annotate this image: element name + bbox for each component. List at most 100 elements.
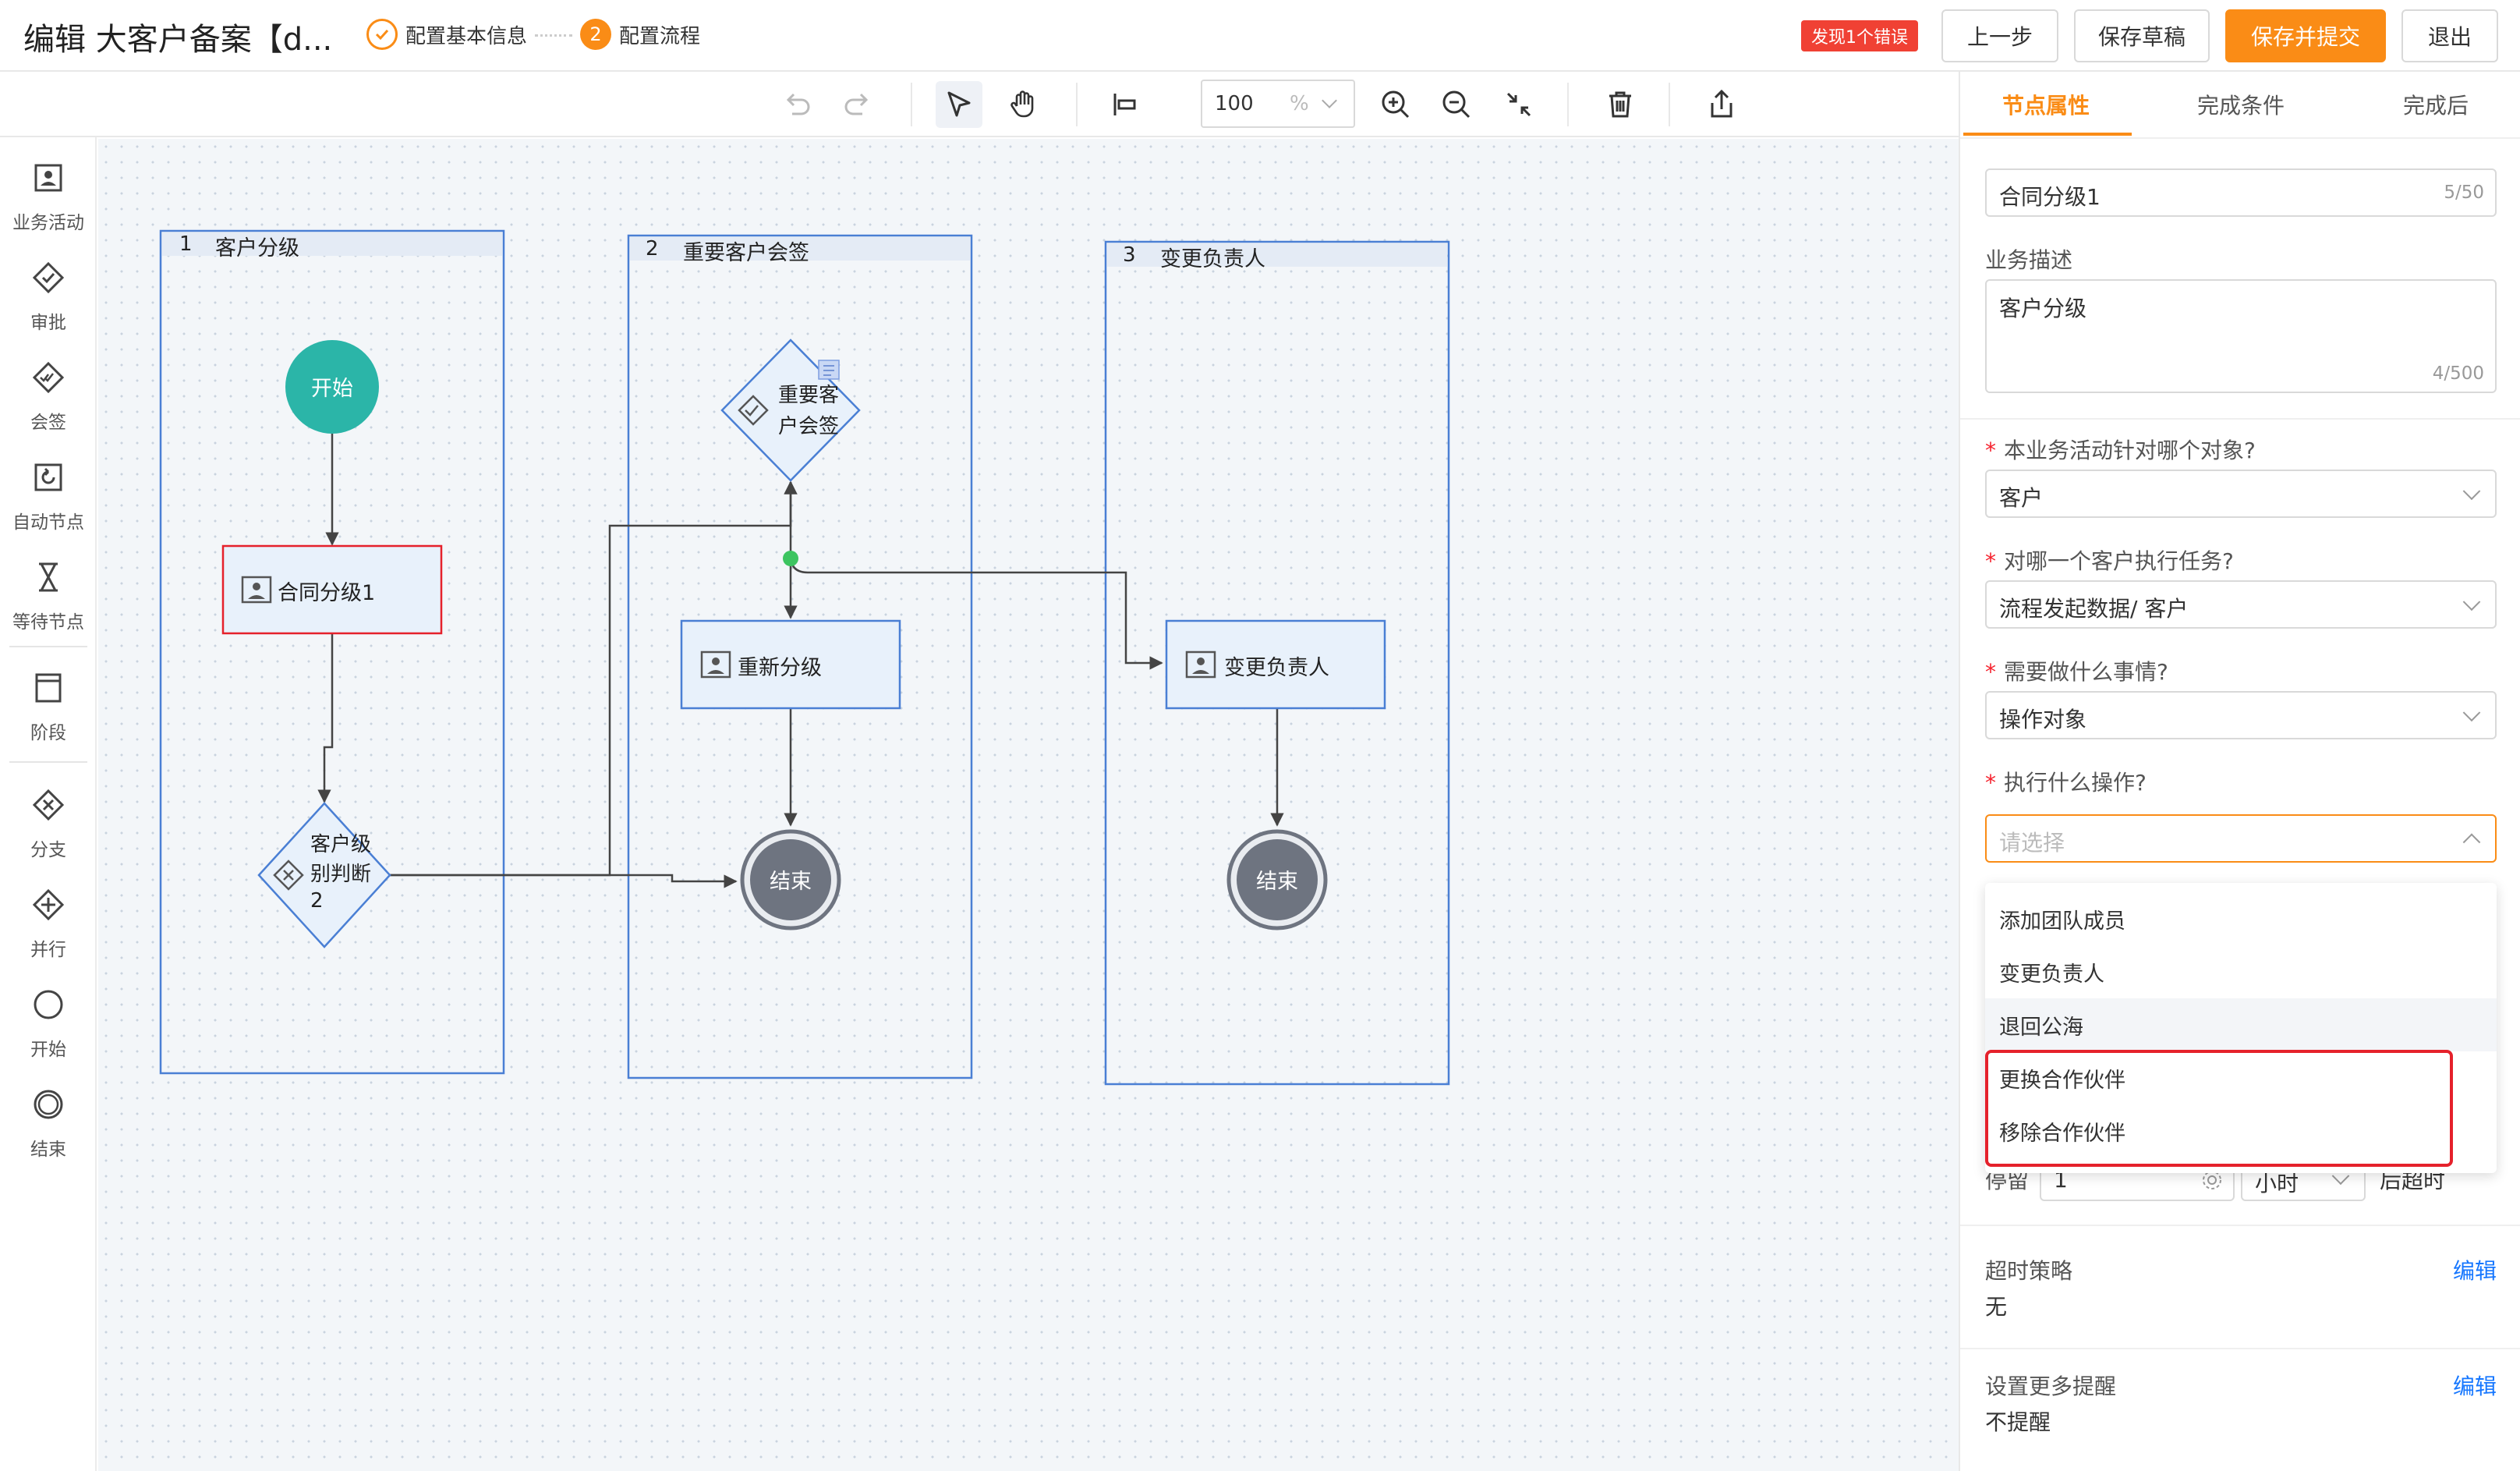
palette-item-parallel[interactable]: 并行 xyxy=(0,881,97,975)
section-divider xyxy=(1960,1348,2520,1349)
target-select-value: 流程发起数据/ 客户 xyxy=(1999,596,2189,622)
prev-step-button[interactable]: 上一步 xyxy=(1941,9,2058,62)
task-select[interactable]: 操作对象 xyxy=(1985,691,2497,739)
tab-completion-conditions[interactable]: 完成条件 xyxy=(2196,93,2285,119)
lane-title[interactable]: 客户分级 xyxy=(215,236,299,261)
palette-item-approval[interactable]: 审批 xyxy=(0,254,97,348)
palette-item-end[interactable]: 结束 xyxy=(0,1081,97,1175)
tab-node-properties[interactable]: 节点属性 xyxy=(2001,93,2090,119)
target-question-label: *对哪一个客户执行任务? xyxy=(1985,548,2234,574)
task-select-value: 操作对象 xyxy=(1999,707,2087,732)
palette-label: 结束 xyxy=(30,1140,66,1160)
dropdown-option[interactable]: 变更负责人 xyxy=(1999,962,2104,987)
object-select[interactable]: 客户 xyxy=(1985,470,2497,518)
palette-item-wait-node[interactable]: 等待节点 xyxy=(0,554,97,647)
step-flow-config[interactable]: 2 配置流程 xyxy=(580,19,700,50)
redo-icon[interactable] xyxy=(834,81,881,128)
label-text: 本业务活动针对哪个对象? xyxy=(2004,438,2256,463)
label-text: 需要做什么事情? xyxy=(2004,659,2168,685)
edge-handle[interactable] xyxy=(783,551,798,566)
step-basic-info[interactable]: 配置基本信息 xyxy=(366,19,527,50)
start-node[interactable] xyxy=(285,340,379,434)
decision-label-line-2: 别判断 xyxy=(310,863,372,886)
undo-icon[interactable] xyxy=(773,81,820,128)
tab-after-completion[interactable]: 完成后 xyxy=(2402,93,2469,119)
export-icon[interactable] xyxy=(1698,81,1745,128)
dropdown-option-hover[interactable]: 退回公海 xyxy=(1985,998,2497,1051)
countersign-icon xyxy=(738,395,769,426)
zoom-select[interactable]: 100 % xyxy=(1201,80,1355,128)
end-node-lane-3[interactable] xyxy=(1226,829,1328,930)
target-select[interactable]: 流程发起数据/ 客户 xyxy=(1985,580,2497,629)
dropdown-option[interactable]: 添加团队成员 xyxy=(1999,909,2125,934)
decision-grade[interactable] xyxy=(257,802,391,948)
end-node-lane-2[interactable] xyxy=(740,829,841,930)
note-icon[interactable] xyxy=(818,360,840,380)
toolbar-divider xyxy=(1076,83,1078,126)
edge-to-change-owner[interactable] xyxy=(789,558,1163,670)
zoom-out-icon[interactable] xyxy=(1433,81,1480,128)
palette-divider xyxy=(9,761,87,763)
palette-item-start[interactable]: 开始 xyxy=(0,981,97,1075)
step-number: 2 xyxy=(580,19,611,50)
operation-question-label: *执行什么操作? xyxy=(1985,770,2147,796)
palette-label: 审批 xyxy=(30,313,66,333)
hand-pan-icon[interactable] xyxy=(1000,81,1046,128)
lane-number: 1 xyxy=(179,232,193,256)
zoom-in-icon[interactable] xyxy=(1372,81,1419,128)
palette-item-countersign[interactable]: 会签 xyxy=(0,354,97,448)
edit-reminders-link[interactable]: 编辑 xyxy=(2453,1374,2497,1399)
branch-icon xyxy=(273,860,304,891)
palette-item-branch[interactable]: 分支 xyxy=(0,782,97,875)
task-label: 重新分级 xyxy=(738,656,822,680)
timeout-policy-value: 无 xyxy=(1985,1294,2008,1320)
lane-number: 3 xyxy=(1123,243,1136,267)
check-circle-icon xyxy=(366,19,398,50)
parallel-icon xyxy=(0,881,97,928)
node-palette: 业务活动 审批 会签 自动节点 等待节点 阶段 分支 并行 开始 结束 xyxy=(0,137,97,1471)
more-reminders-value: 不提醒 xyxy=(1985,1409,2051,1435)
node-name-input[interactable]: 合同分级1 5/50 xyxy=(1985,168,2497,217)
description-textarea[interactable]: 客户分级 4/500 xyxy=(1985,279,2497,393)
object-question-label: *本业务活动针对哪个对象? xyxy=(1985,438,2256,463)
select-arrow-icon[interactable] xyxy=(936,81,982,128)
task-label: 变更负责人 xyxy=(1224,656,1329,680)
stage-icon xyxy=(0,665,97,711)
lane-title[interactable]: 重要客户会签 xyxy=(683,241,809,265)
align-icon[interactable] xyxy=(1101,81,1148,128)
dropdown-option[interactable]: 移除合作伙伴 xyxy=(1999,1121,2125,1146)
palette-label: 自动节点 xyxy=(12,512,84,533)
header: 编辑 大客户备案【d... 配置基本信息 2 配置流程 发现1个错误 上一步 保… xyxy=(0,0,2520,72)
save-submit-button[interactable]: 保存并提交 xyxy=(2225,9,2386,62)
dropdown-option[interactable]: 更换合作伙伴 xyxy=(1999,1068,2125,1093)
start-node-label: 开始 xyxy=(311,377,353,401)
lane-3[interactable] xyxy=(1104,240,1450,1086)
chevron-up-icon xyxy=(2462,833,2481,852)
lane-1-header xyxy=(162,232,502,256)
palette-item-business-activity[interactable]: 业务活动 xyxy=(0,154,97,248)
desc-label: 业务描述 xyxy=(1985,247,2073,273)
save-draft-button[interactable]: 保存草稿 xyxy=(2074,9,2210,62)
edit-timeout-policy-link[interactable]: 编辑 xyxy=(2453,1258,2497,1284)
exit-button[interactable]: 退出 xyxy=(2401,9,2498,62)
lane-1[interactable] xyxy=(159,229,505,1075)
lane-3-header xyxy=(1107,243,1447,267)
business-activity-icon xyxy=(700,650,731,679)
chevron-down-icon xyxy=(2462,593,2481,611)
edge-grade-to-decision[interactable] xyxy=(317,633,334,803)
palette-item-stage[interactable]: 阶段 xyxy=(0,665,97,758)
fit-screen-icon[interactable] xyxy=(1495,81,1542,128)
char-count: 4/500 xyxy=(2432,363,2484,384)
delete-icon[interactable] xyxy=(1597,81,1644,128)
step-connector xyxy=(535,34,572,37)
lane-title[interactable]: 变更负责人 xyxy=(1160,247,1265,271)
task-contract-grade[interactable] xyxy=(221,544,443,635)
task-label: 合同分级1 xyxy=(278,581,376,605)
palette-item-auto-node[interactable]: 自动节点 xyxy=(0,454,97,548)
error-badge[interactable]: 发现1个错误 xyxy=(1801,20,1918,51)
flow-canvas[interactable]: 1 客户分级 2 重要客户会签 3 变更负责人 开始 合同分级1 客户级 别判断… xyxy=(98,139,1959,1471)
countersign-label-line-2: 户会签 xyxy=(778,415,840,438)
palette-label: 等待节点 xyxy=(12,612,84,633)
lane-2[interactable] xyxy=(627,234,973,1079)
operation-select[interactable]: 请选择 xyxy=(1985,814,2497,863)
